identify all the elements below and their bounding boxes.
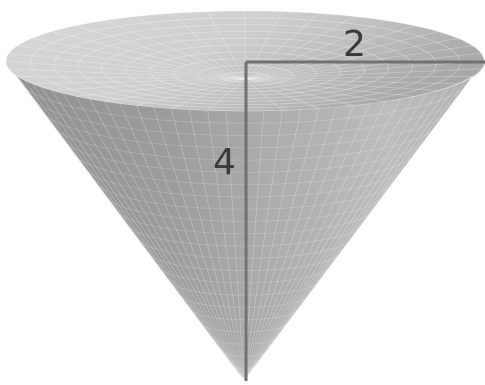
mesh-line [225,110,245,381]
mesh-line [243,105,354,381]
mesh-line [244,52,482,80]
mesh-line [244,25,415,80]
mesh-ring [211,337,278,345]
cone-inner-surface [6,11,484,111]
mesh-line [243,109,302,381]
mesh-line [153,107,245,381]
mesh-line [244,37,459,80]
mesh-line [8,52,246,80]
mesh-line [244,68,482,80]
cone-inner-mesh [6,11,484,111]
mesh-ring [178,293,310,308]
mesh-line [104,20,246,80]
mesh-line [243,83,459,381]
mesh-line [62,93,245,381]
mesh-line [244,16,354,80]
mesh-line [207,110,245,381]
mesh-line [119,103,245,381]
mesh-line [136,78,246,106]
mesh-line [170,78,246,109]
mesh-line [51,31,246,80]
radius-label: 2 [343,24,366,65]
mesh-ring [189,308,299,321]
mesh-line [170,13,246,80]
mesh-line [207,78,246,111]
mesh-line [244,78,320,109]
mesh-line [243,101,386,381]
mesh-line [207,11,246,80]
mesh-ring [200,322,289,333]
mesh-line [75,25,246,80]
mesh-line [104,101,245,381]
mesh-line [244,78,415,97]
mesh-line [243,108,320,381]
mesh-line [51,90,245,381]
mesh-line [244,78,354,106]
mesh-line [104,78,246,102]
mesh-line [17,76,245,381]
mesh-line [243,93,428,381]
mesh-line [243,107,337,381]
mesh-line [75,78,246,97]
mesh-line [244,20,386,80]
mesh-line [243,60,485,381]
mesh-line [40,86,245,381]
mesh-line [31,37,246,80]
mesh-line [6,60,245,381]
mesh-line [75,96,245,381]
mesh-line [243,103,371,381]
mesh-line [136,16,246,80]
mesh-line [244,78,439,91]
mesh-line [17,45,246,80]
mesh-line [244,11,283,80]
mesh-line [188,109,245,381]
mesh-line [32,78,246,85]
mesh-line [244,78,283,111]
mesh-line [243,98,401,381]
mesh-line [243,90,439,381]
mesh-ring [157,264,332,284]
mesh-line [244,78,458,85]
mesh-line [17,76,246,80]
mesh-line [243,110,283,381]
mesh-line [244,13,320,80]
mesh-line [244,76,473,80]
mesh-line [6,60,246,80]
mesh-ring [146,250,343,271]
mesh-ring [135,235,354,259]
mesh-line [243,79,467,381]
mesh-ring [232,366,256,370]
mesh-line [243,76,473,381]
mesh-line [170,108,245,381]
mesh-line [244,31,439,80]
mesh-line [244,60,484,80]
mesh-line [89,98,245,381]
mesh-line [136,105,245,381]
mesh-line [23,79,245,381]
mesh-line [51,78,246,91]
mesh-line [243,96,415,381]
mesh-line [31,83,245,381]
mesh-line [243,86,450,381]
mesh-ring [221,351,267,357]
mesh-line [8,68,246,80]
mesh-line [244,78,386,102]
mesh-ring [167,279,321,296]
height-label: 4 [213,142,236,183]
